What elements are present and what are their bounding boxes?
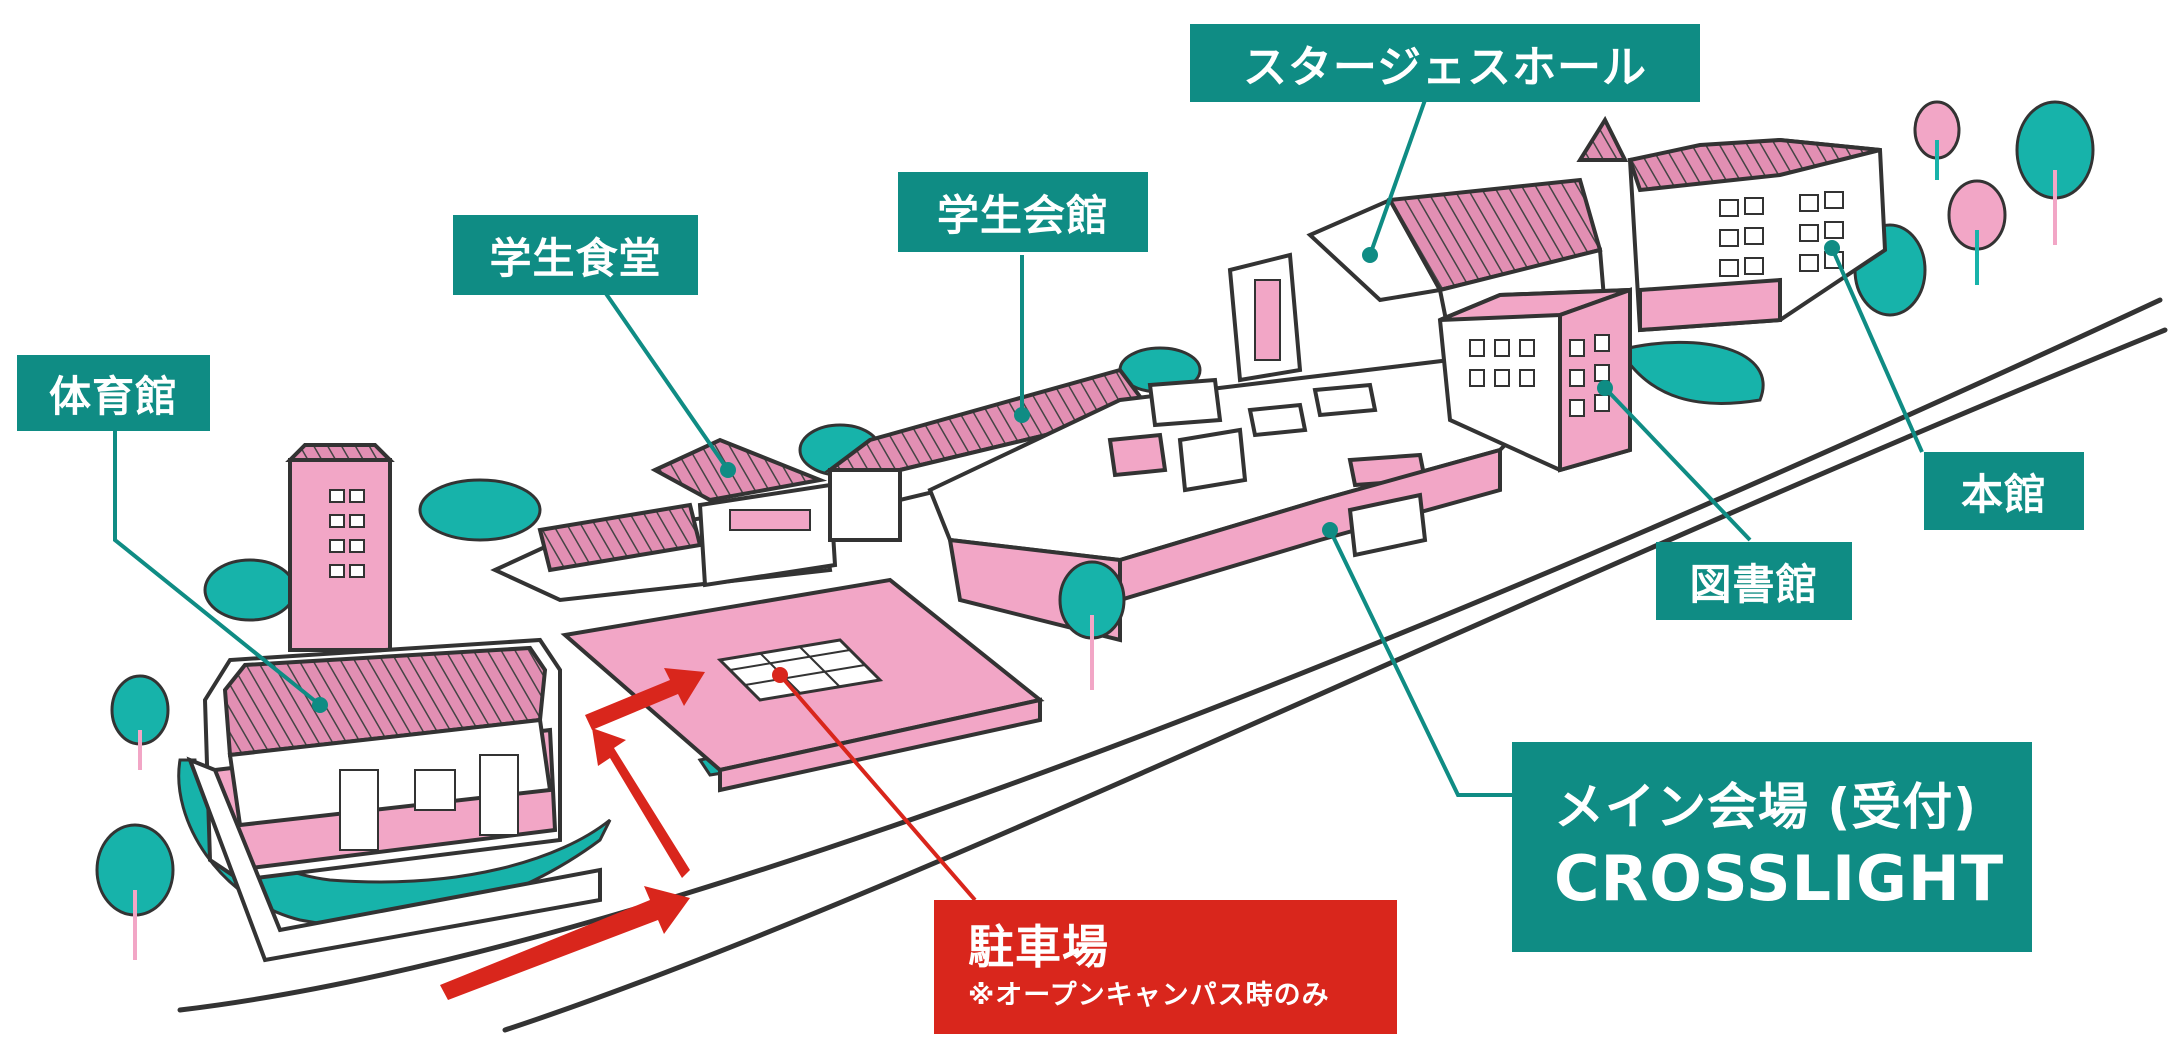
library-building [1437,287,1632,473]
label-parking: 駐車場 ※オープンキャンパス時のみ [934,900,1397,1034]
main-building [1576,115,1888,333]
label-student-hall: 学生会館 [898,172,1148,252]
leader-line-parking [778,673,977,902]
gym-building [186,443,602,963]
trees [95,100,2095,960]
tree [95,823,175,960]
leader-lines [113,99,1924,797]
main-venue-name: CROSSLIGHT [1554,842,2005,915]
route-arrow [440,886,690,1000]
label-stage-hall: スタージェスホール [1190,24,1700,102]
parking-title: 駐車場 [968,920,1109,974]
tower-building [1227,252,1303,383]
tree [1058,560,1126,690]
label-cafeteria: 学生食堂 [453,215,698,295]
parking-note: ※オープンキャンパス時のみ [968,980,1330,1011]
tree [1947,179,2007,285]
label-library: 図書館 [1656,542,1852,620]
main-venue-title: メイン会場 (受付) [1554,778,1978,836]
tree [110,674,170,770]
label-main-building: 本館 [1924,452,2084,530]
route-arrows [440,668,705,1000]
cafeteria-building [490,437,838,603]
label-main-venue: メイン会場 (受付) CROSSLIGHT [1512,742,2032,952]
road [177,297,2168,1033]
tree [2015,100,2095,245]
label-gym: 体育館 [17,355,210,431]
main-venue-building [927,357,1534,643]
tree [1913,100,1961,180]
leader-dots [312,240,1840,713]
route-arrow [592,728,690,878]
parking-lot [560,577,1045,793]
route-arrow [585,668,705,730]
